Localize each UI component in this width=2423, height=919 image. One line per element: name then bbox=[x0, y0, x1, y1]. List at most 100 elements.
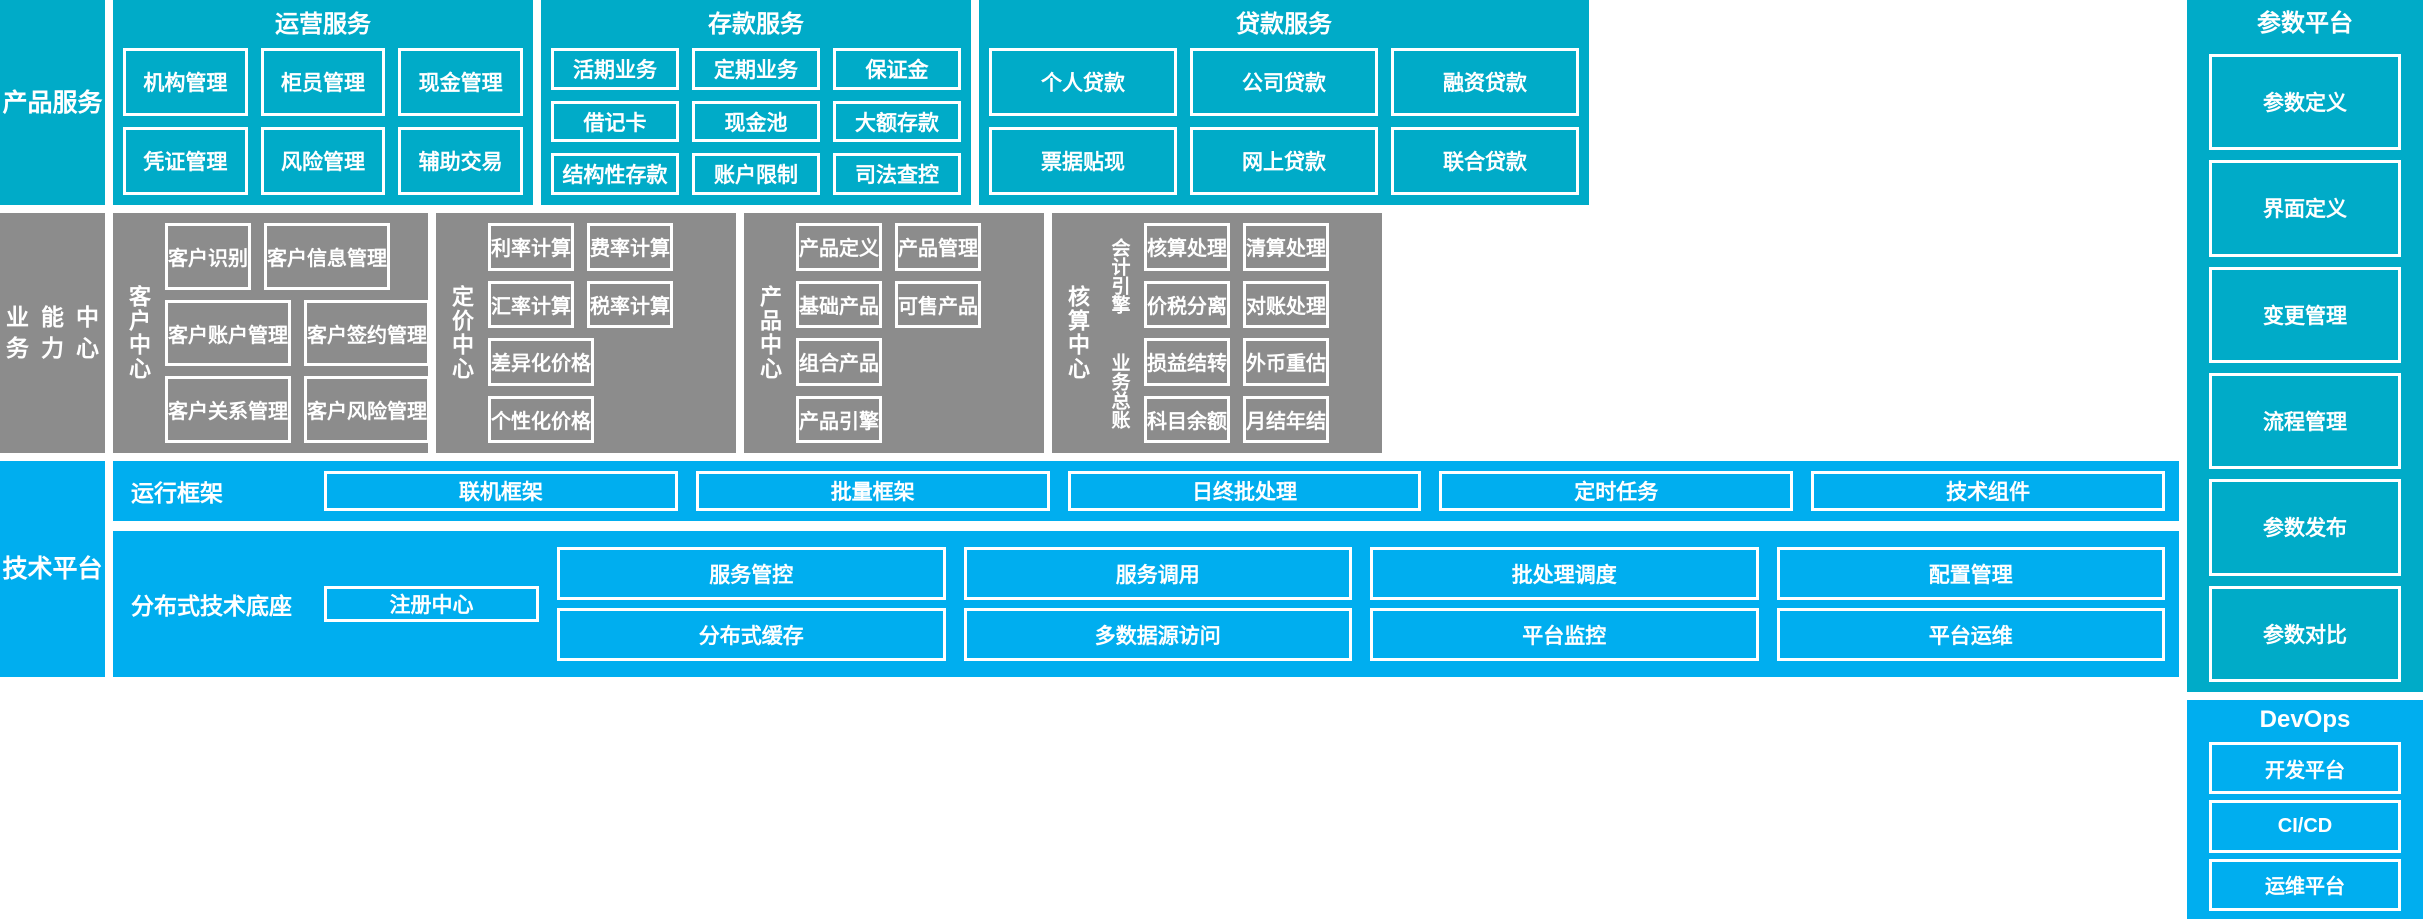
chip-bill-discount[interactable]: 票据贴现 bbox=[989, 127, 1177, 195]
pricing-center-row: 汇率计算 税率计算 bbox=[488, 280, 724, 328]
chip-fee-rate-calc[interactable]: 费率计算 bbox=[587, 223, 673, 271]
chip-personal-loan[interactable]: 个人贷款 bbox=[989, 48, 1177, 116]
chip-base-product[interactable]: 基础产品 bbox=[796, 280, 882, 328]
chip-foreign-currency-revaluation[interactable]: 外币重估 bbox=[1243, 338, 1329, 386]
chip-ci-cd[interactable]: CI/CD bbox=[2209, 800, 2401, 853]
chip-online-loan[interactable]: 网上贷款 bbox=[1190, 127, 1378, 195]
chip-time-deposit[interactable]: 定期业务 bbox=[692, 48, 820, 90]
chip-platform-operations[interactable]: 平台运维 bbox=[1776, 608, 2165, 661]
chip-large-deposit[interactable]: 大额存款 bbox=[833, 100, 961, 143]
tech-row-label-runtime-framework: 运行框架 bbox=[131, 480, 223, 506]
chip-interest-rate-calc[interactable]: 利率计算 bbox=[488, 223, 574, 271]
chip-margin-deposit[interactable]: 保证金 bbox=[833, 48, 961, 90]
chip-financing-loan[interactable]: 融资贷款 bbox=[1391, 48, 1579, 116]
chip-batch-scheduling[interactable]: 批处理调度 bbox=[1370, 547, 1759, 600]
chip-product-engine[interactable]: 产品引擎 bbox=[796, 395, 882, 443]
chip-reconciliation-processing[interactable]: 对账处理 bbox=[1243, 280, 1329, 328]
layer-label-line-1: 业务 bbox=[6, 304, 29, 361]
layer-label-line-1: 产品 bbox=[2, 88, 53, 117]
center-label-accounting: 核算中心 bbox=[1065, 285, 1090, 381]
chip-multi-datasource-access[interactable]: 多数据源访问 bbox=[963, 608, 1352, 661]
chip-cash-management[interactable]: 现金管理 bbox=[398, 48, 524, 116]
chip-accounting-processing[interactable]: 核算处理 bbox=[1144, 223, 1230, 271]
chip-service-governance[interactable]: 服务管控 bbox=[557, 547, 946, 600]
chip-customer-relationship-management[interactable]: 客户关系管理 bbox=[165, 376, 291, 444]
accounting-engine-grid: 核算处理 清算处理 价税分离 对账处理 bbox=[1144, 223, 1370, 328]
chip-price-tax-separation[interactable]: 价税分离 bbox=[1144, 280, 1230, 328]
chip-teller-management[interactable]: 柜员管理 bbox=[260, 48, 386, 116]
chip-differentiated-price[interactable]: 差异化价格 bbox=[488, 338, 594, 386]
chip-corporate-loan[interactable]: 公司贷款 bbox=[1190, 48, 1378, 116]
chip-structured-deposit[interactable]: 结构性存款 bbox=[551, 153, 679, 196]
chip-configuration-management[interactable]: 配置管理 bbox=[1776, 547, 2165, 600]
group-title-devops: DevOps bbox=[2259, 706, 2351, 733]
chip-demand-deposit[interactable]: 活期业务 bbox=[551, 48, 679, 90]
pricing-center-row: 差异化价格 bbox=[488, 338, 724, 386]
loan-services-row: 票据贴现 网上贷款 联合贷款 bbox=[989, 127, 1579, 195]
chip-online-framework[interactable]: 联机框架 bbox=[324, 471, 678, 511]
group-loan-services: 贷款服务 个人贷款 公司贷款 融资贷款 票据贴现 网上贷款 联合贷款 bbox=[979, 0, 1589, 205]
chip-product-management[interactable]: 产品管理 bbox=[895, 223, 981, 271]
customer-center-row: 客户识别 客户信息管理 bbox=[165, 223, 430, 290]
chip-judicial-freeze[interactable]: 司法查控 bbox=[833, 153, 961, 196]
chip-customer-risk-management[interactable]: 客户风险管理 bbox=[304, 376, 430, 444]
chip-composite-product[interactable]: 组合产品 bbox=[796, 338, 882, 386]
chip-batch-framework[interactable]: 批量框架 bbox=[695, 471, 1050, 511]
chip-personalized-price[interactable]: 个性化价格 bbox=[488, 395, 594, 443]
chip-change-management[interactable]: 变更管理 bbox=[2209, 266, 2401, 363]
chip-registry-center[interactable]: 注册中心 bbox=[324, 586, 539, 622]
product-center-row: 产品定义 产品管理 bbox=[796, 223, 1032, 271]
chip-org-management[interactable]: 机构管理 bbox=[123, 48, 248, 116]
tech-row-label-distributed-base: 分布式技术底座 bbox=[131, 593, 292, 619]
chip-auxiliary-transaction[interactable]: 辅助交易 bbox=[398, 127, 524, 195]
layer-business-capability: 业务 能力 中心 客户中心 客户识别 客户信息管理 客户账户管理 客户签约管理 … bbox=[0, 213, 2423, 453]
chip-syndicated-loan[interactable]: 联合贷款 bbox=[1391, 127, 1579, 195]
chip-service-invocation[interactable]: 服务调用 bbox=[963, 547, 1352, 600]
chip-customer-identification[interactable]: 客户识别 bbox=[165, 223, 251, 290]
accounting-subblock-accounting-engine: 会计引擎 核算处理 清算处理 价税分离 对账处理 bbox=[1104, 223, 1370, 328]
group-title-parameter-platform: 参数平台 bbox=[2257, 10, 2353, 37]
chip-tax-rate-calc[interactable]: 税率计算 bbox=[587, 280, 673, 328]
operations-services-row: 机构管理 柜员管理 现金管理 bbox=[123, 48, 524, 116]
chip-process-management[interactable]: 流程管理 bbox=[2209, 372, 2401, 470]
layer-technical-platform: 技术 平台 运行框架 联机框架 批量框架 日终批处理 定时任务 技术组件 分布式… bbox=[0, 461, 2423, 677]
chip-parameter-compare[interactable]: 参数对比 bbox=[2209, 585, 2401, 682]
deposit-services-row: 活期业务 定期业务 保证金 bbox=[551, 48, 961, 90]
chip-distributed-cache[interactable]: 分布式缓存 bbox=[557, 608, 946, 661]
chip-account-balance[interactable]: 科目余额 bbox=[1144, 395, 1230, 443]
chip-cash-pool[interactable]: 现金池 bbox=[692, 100, 820, 143]
chip-risk-management[interactable]: 风险管理 bbox=[260, 127, 386, 195]
chip-exchange-rate-calc[interactable]: 汇率计算 bbox=[488, 280, 574, 328]
layer-label-line-2: 服务 bbox=[52, 88, 103, 117]
product-center-grid: 产品定义 产品管理 基础产品 可售产品 组合产品 产品引擎 bbox=[796, 223, 1032, 443]
chip-end-of-day-batch[interactable]: 日终批处理 bbox=[1067, 471, 1422, 511]
general-ledger-row: 科目余额 月结年结 bbox=[1144, 395, 1370, 443]
distributed-base-column: 批处理调度 平台监控 bbox=[1370, 547, 1759, 661]
chip-debit-card[interactable]: 借记卡 bbox=[551, 100, 679, 143]
chip-scheduled-task[interactable]: 定时任务 bbox=[1439, 471, 1794, 511]
chip-product-definition[interactable]: 产品定义 bbox=[796, 223, 882, 271]
group-parameter-platform: 参数平台 参数定义 界面定义 变更管理 流程管理 参数发布 参数对比 bbox=[2187, 0, 2423, 692]
product-center-row: 组合产品 bbox=[796, 338, 1032, 386]
chip-customer-contract-management[interactable]: 客户签约管理 bbox=[304, 299, 430, 367]
chip-operations-platform[interactable]: 运维平台 bbox=[2209, 858, 2401, 911]
accounting-engine-row: 核算处理 清算处理 bbox=[1144, 223, 1370, 271]
chip-parameter-definition[interactable]: 参数定义 bbox=[2209, 54, 2401, 151]
subblock-label-accounting-engine: 会计引擎 bbox=[1108, 237, 1130, 314]
chip-sellable-product[interactable]: 可售产品 bbox=[895, 280, 981, 328]
chip-month-year-end-close[interactable]: 月结年结 bbox=[1243, 395, 1329, 443]
chip-development-platform[interactable]: 开发平台 bbox=[2209, 742, 2401, 795]
chip-platform-monitoring[interactable]: 平台监控 bbox=[1370, 608, 1759, 661]
deposit-services-row: 借记卡 现金池 大额存款 bbox=[551, 100, 961, 143]
chip-technical-components[interactable]: 技术组件 bbox=[1811, 471, 2165, 511]
chip-voucher-management[interactable]: 凭证管理 bbox=[123, 127, 248, 195]
chip-customer-info-management[interactable]: 客户信息管理 bbox=[264, 223, 390, 290]
group-title-loan-services: 贷款服务 bbox=[1236, 11, 1332, 38]
chip-parameter-publish[interactable]: 参数发布 bbox=[2209, 479, 2401, 576]
center-label-pricing: 定价中心 bbox=[449, 285, 474, 381]
chip-account-restriction[interactable]: 账户限制 bbox=[692, 153, 820, 196]
chip-interface-definition[interactable]: 界面定义 bbox=[2209, 160, 2401, 257]
chip-customer-account-management[interactable]: 客户账户管理 bbox=[165, 299, 291, 367]
chip-profit-loss-carryover[interactable]: 损益结转 bbox=[1144, 338, 1230, 386]
chip-settlement-processing[interactable]: 清算处理 bbox=[1243, 223, 1329, 271]
